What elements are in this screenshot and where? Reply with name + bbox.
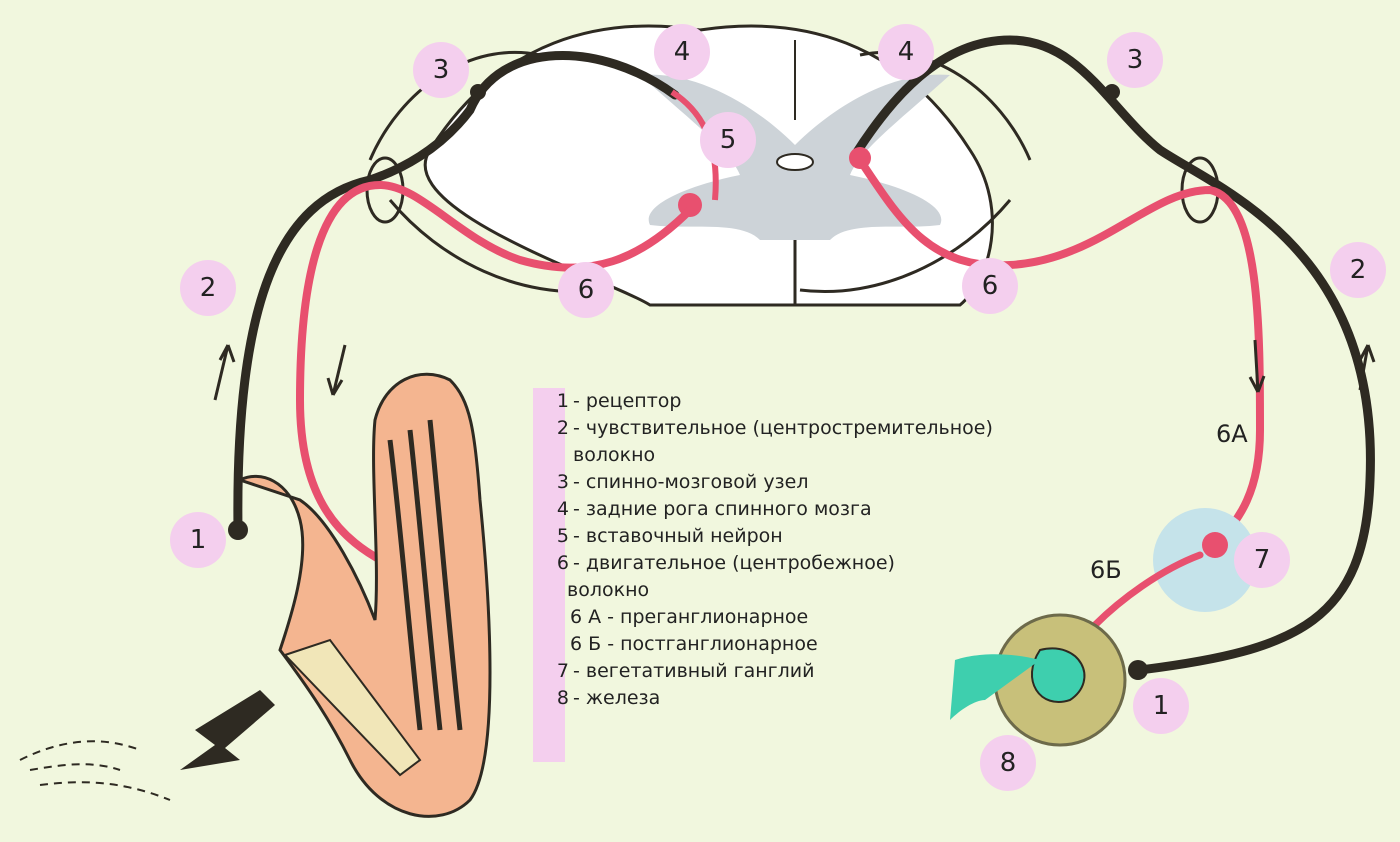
receptor-left	[228, 520, 248, 540]
badge-1-left: 1	[170, 512, 226, 568]
label-6a: 6А	[1216, 420, 1248, 448]
legend-item: 7- вегетативный ганглий	[533, 658, 1093, 685]
badge-5: 5	[700, 112, 756, 168]
label-6b: 6Б	[1090, 556, 1122, 584]
receptor-right	[1128, 660, 1148, 680]
badge-6-right: 6	[962, 258, 1018, 314]
ganglion-left	[470, 84, 486, 100]
arm	[240, 374, 490, 816]
badge-1-right: 1	[1133, 678, 1189, 734]
badge-2-right: 2	[1330, 242, 1386, 298]
legend-item: 3- спинно-мозговой узел	[533, 469, 1093, 496]
badge-3-left: 3	[413, 42, 469, 98]
arrow-down-left-icon	[328, 345, 345, 395]
legend-item: 6- двигательное (центробежное)	[533, 550, 1093, 577]
arrow-up-left-icon	[215, 345, 234, 400]
legend-item: волокно	[533, 442, 1093, 469]
badge-2-left: 2	[180, 260, 236, 316]
legend-item: 8- железа	[533, 685, 1093, 712]
stimulus-arrow-icon	[180, 690, 275, 770]
legend-item: 5- вставочный нейрон	[533, 523, 1093, 550]
legend-item: 4- задние рога спинного мозга	[533, 496, 1093, 523]
badge-7: 7	[1234, 532, 1290, 588]
badge-3-right: 3	[1107, 32, 1163, 88]
badge-6-left: 6	[558, 262, 614, 318]
legend-item: 6 Б - постганглионарное	[533, 631, 1093, 658]
legend: 1- рецептор 2- чувствительное (центростр…	[533, 388, 1093, 712]
ganglion-right	[1104, 84, 1120, 100]
badge-4-right: 4	[878, 24, 934, 80]
badge-4-left: 4	[654, 24, 710, 80]
ganglion-neuron	[1202, 532, 1228, 558]
hand-outline	[20, 741, 170, 800]
legend-item: 1- рецептор	[533, 388, 1093, 415]
legend-item: волокно	[533, 577, 1093, 604]
badge-8: 8	[980, 735, 1036, 791]
central-canal	[777, 154, 813, 170]
legend-item: 6 А - преганглионарное	[533, 604, 1093, 631]
legend-item: 2- чувствительное (центростремительное)	[533, 415, 1093, 442]
